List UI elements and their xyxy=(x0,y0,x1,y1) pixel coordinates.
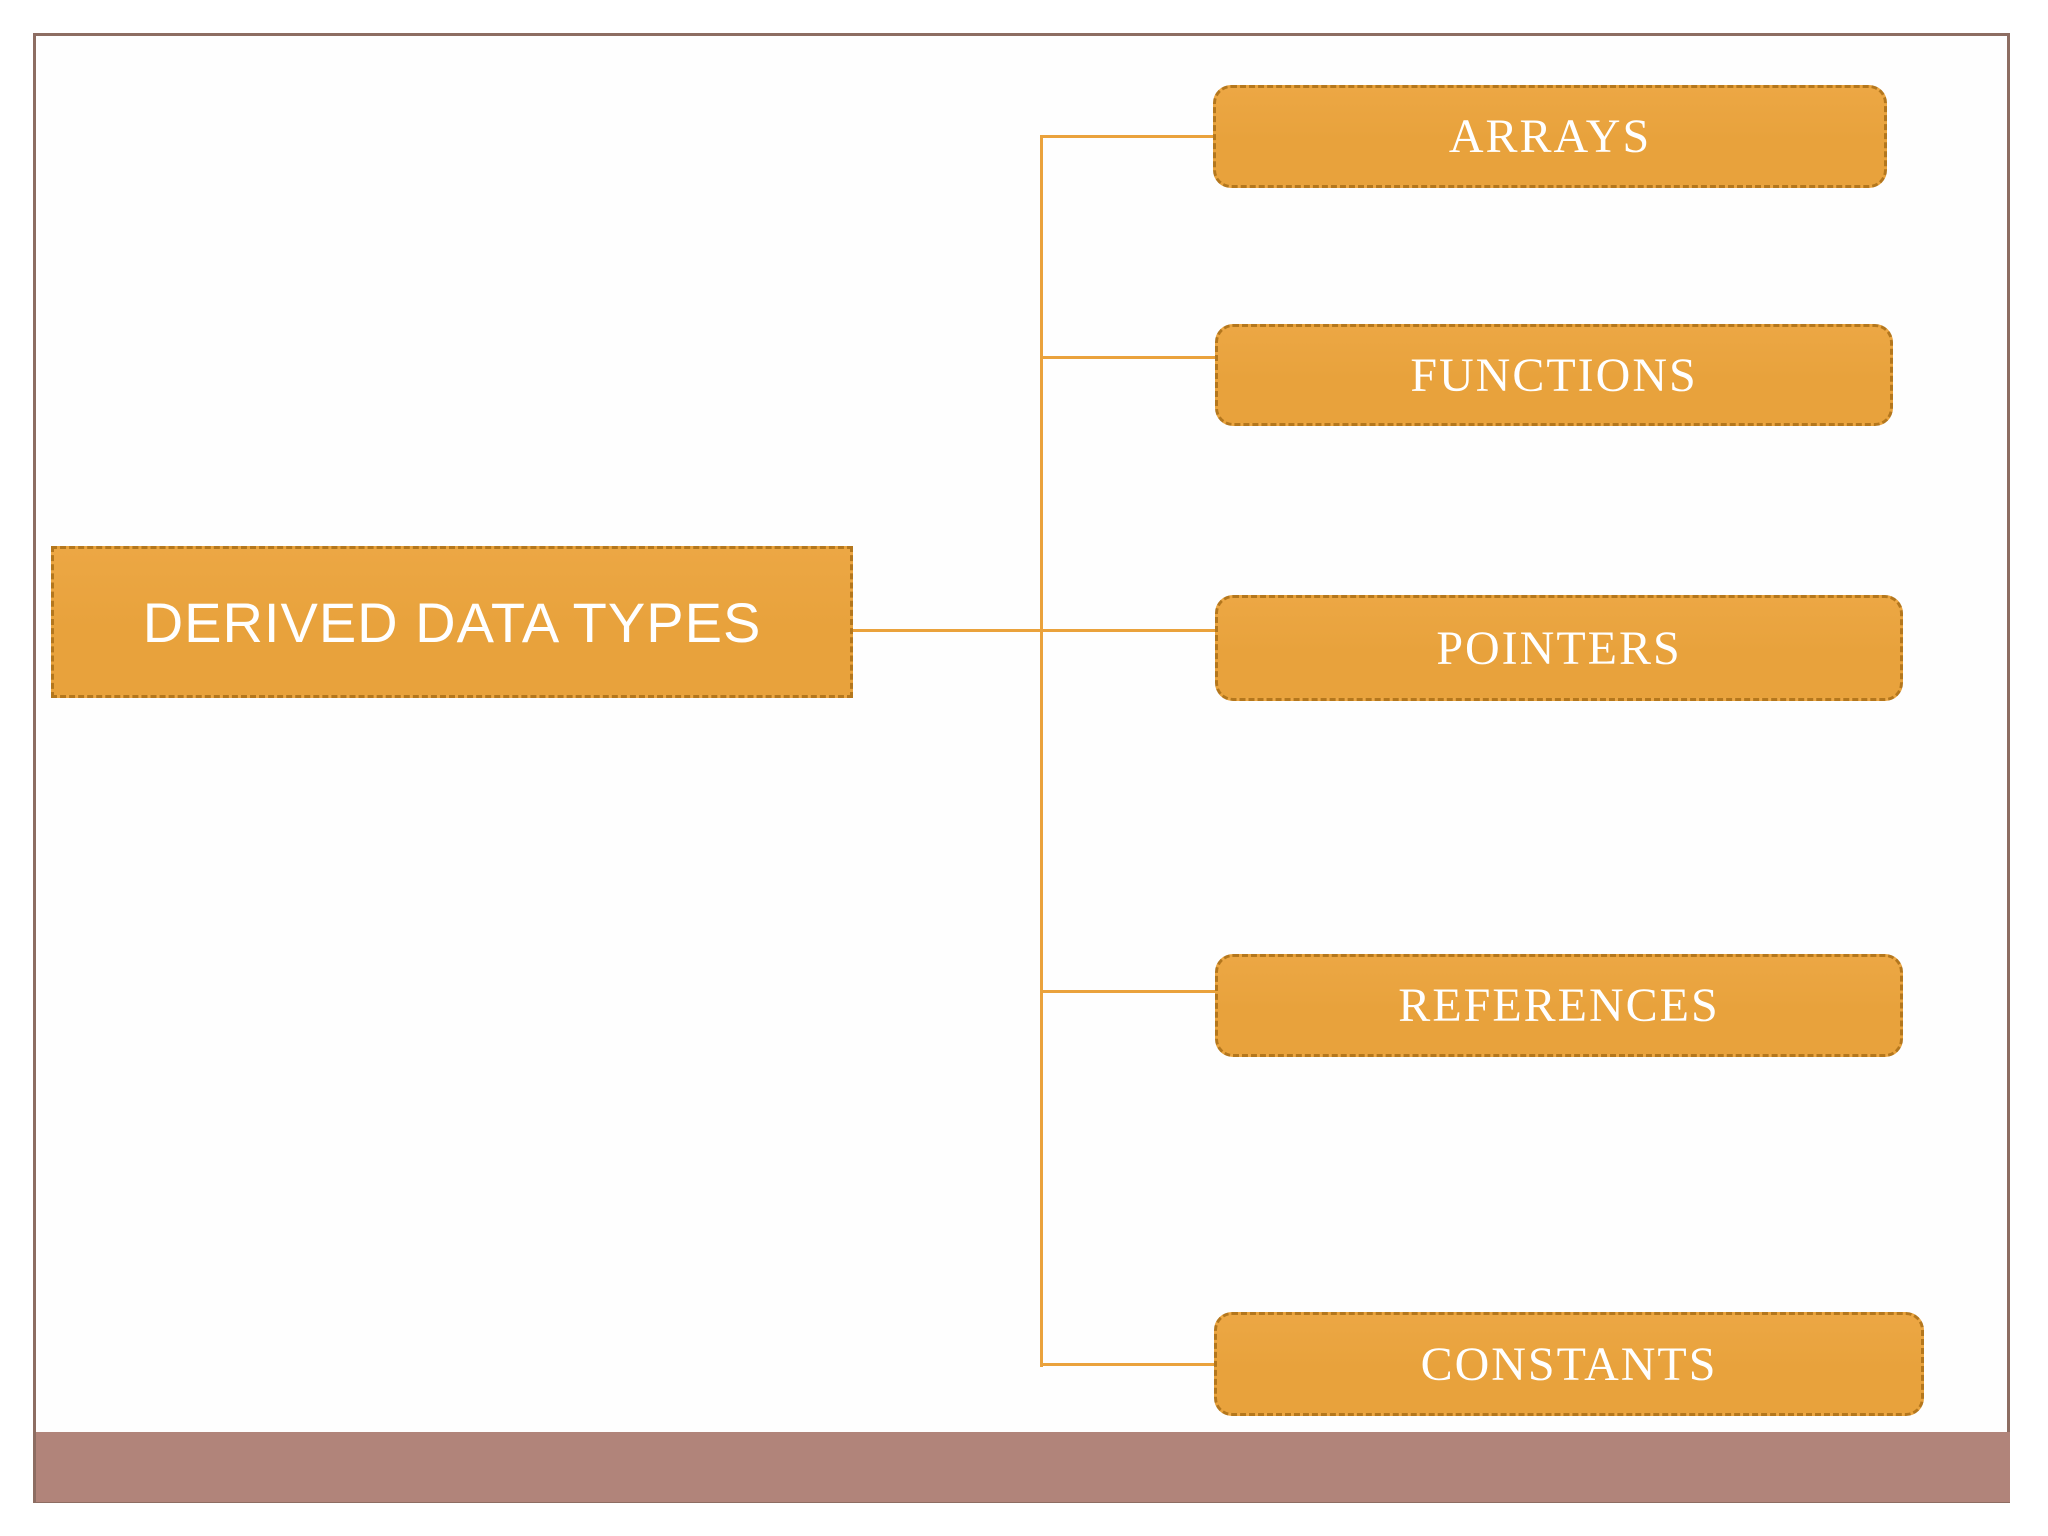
node-arrays: ARRAYS xyxy=(1213,85,1887,188)
slide-frame xyxy=(33,33,2010,1503)
node-functions: FUNCTIONS xyxy=(1215,324,1893,426)
connector-stub-arrays xyxy=(1040,135,1215,138)
connector-trunk xyxy=(1040,135,1043,1367)
node-constants-label: CONSTANTS xyxy=(1420,1337,1718,1391)
node-constants: CONSTANTS xyxy=(1214,1312,1924,1416)
connector-stub-references xyxy=(1040,990,1217,993)
node-references-label: REFERENCES xyxy=(1398,979,1720,1032)
footer-bar xyxy=(36,1432,2010,1502)
node-pointers-label: POINTERS xyxy=(1436,621,1682,675)
node-pointers: POINTERS xyxy=(1215,595,1903,701)
connector-root-to-trunk xyxy=(853,629,1217,632)
node-references: REFERENCES xyxy=(1215,954,1903,1057)
connector-stub-functions xyxy=(1040,356,1217,359)
node-derived-data-types: DERIVED DATA TYPES xyxy=(51,546,853,698)
node-functions-label: FUNCTIONS xyxy=(1410,348,1698,402)
node-arrays-label: ARRAYS xyxy=(1448,110,1652,163)
connector-stub-constants xyxy=(1040,1363,1216,1366)
node-derived-data-types-label: DERIVED DATA TYPES xyxy=(142,590,762,654)
